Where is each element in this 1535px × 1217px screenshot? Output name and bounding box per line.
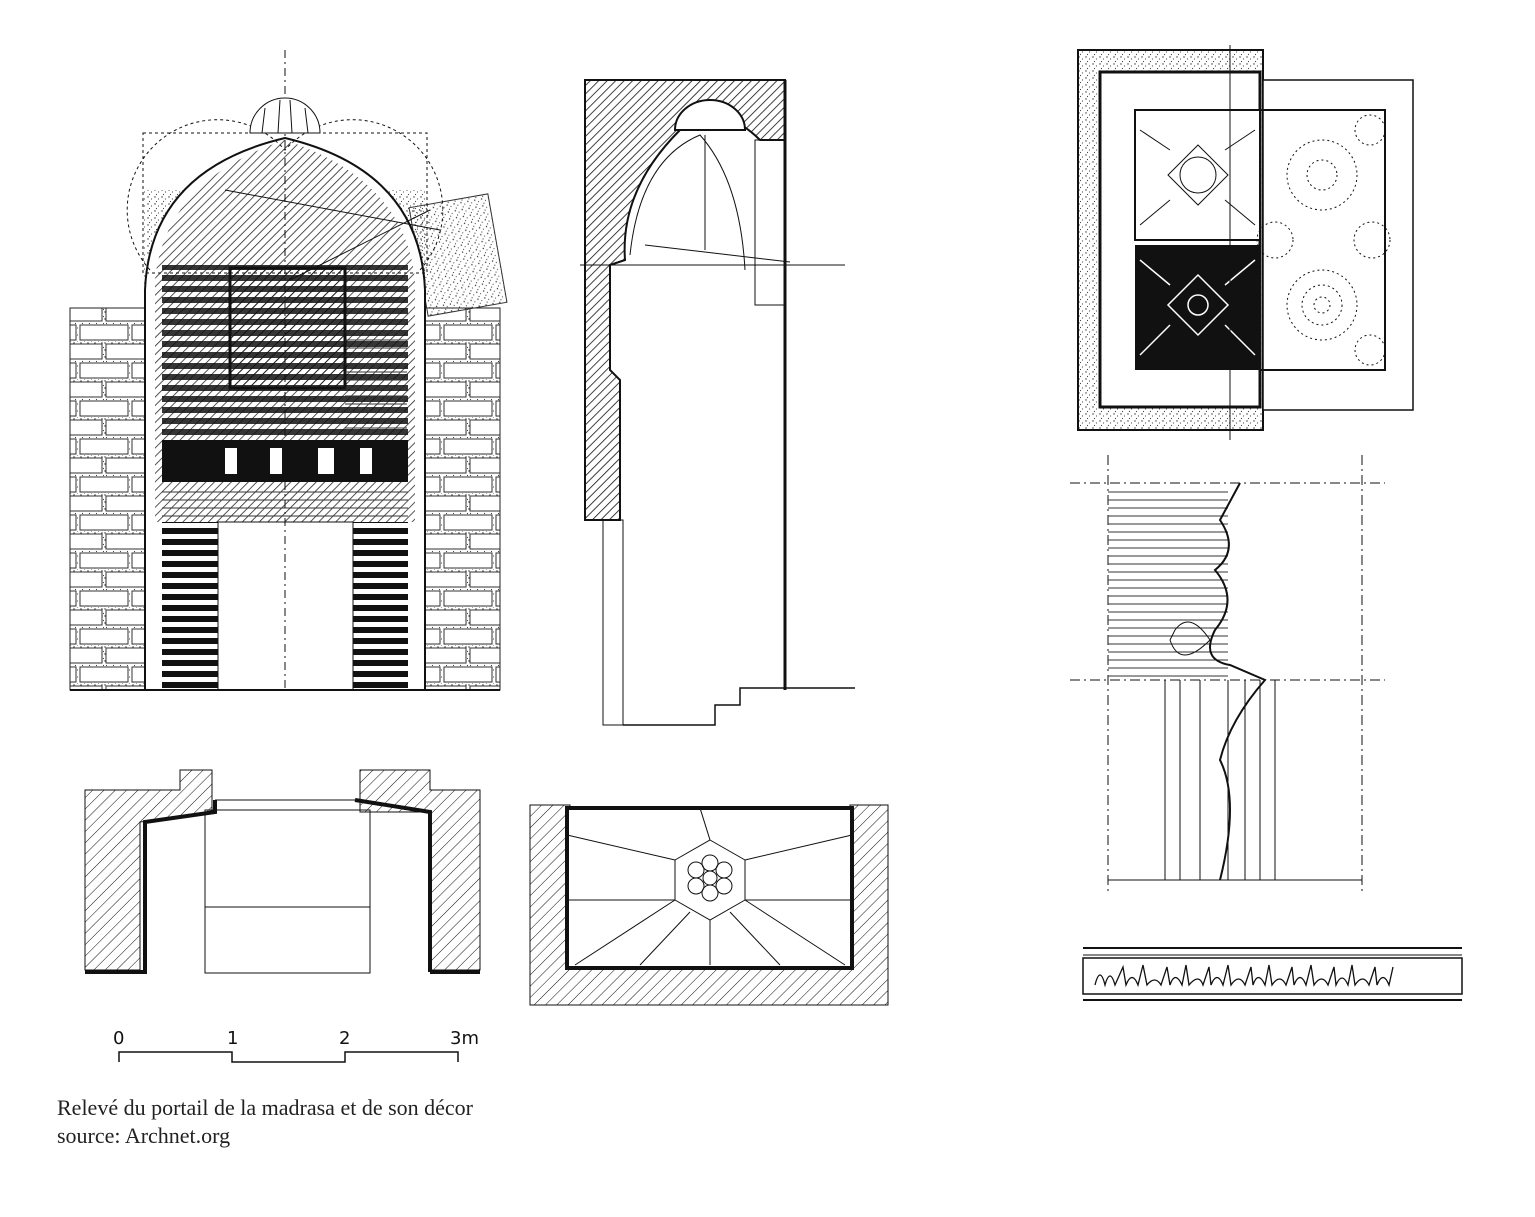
portal-elevation [69, 50, 508, 691]
portal-plan [84, 769, 481, 974]
scale-label-1: 1 [227, 1028, 238, 1049]
scale-bar: 0 1 2 3m [113, 1028, 479, 1063]
scale-label-0: 0 [113, 1028, 124, 1049]
caption-title: Relevé du portail de la madrasa et de so… [57, 1095, 474, 1120]
scale-label-2: 2 [339, 1028, 350, 1049]
profile-detail [1070, 455, 1385, 895]
portal-section [580, 79, 855, 726]
inscription-band [1082, 947, 1463, 1001]
ceiling-plan [529, 804, 889, 1006]
scale-label-3: 3m [450, 1028, 479, 1049]
caption-source: source: Archnet.org [57, 1123, 231, 1148]
geometric-panel [1077, 45, 1414, 440]
